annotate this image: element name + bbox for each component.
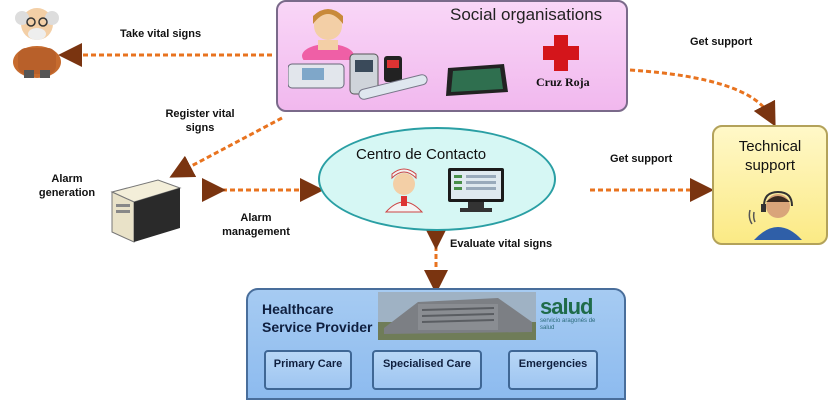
tablet-icon: [446, 64, 508, 96]
salud-logo: salud servicio aragonés de salud: [540, 296, 610, 332]
label-alarm-mgmt-line1: Alarm: [240, 212, 272, 224]
label-alarm-management: Alarm management: [210, 212, 302, 238]
technical-support-line1: Technical: [738, 138, 802, 155]
hospital-building-image: [378, 292, 536, 340]
healthcare-title-line1: Healthcare: [262, 301, 334, 317]
salud-logo-subtext: servicio aragonés de salud: [540, 318, 596, 331]
label-register-line2: signs: [185, 122, 215, 134]
unit-specialised-care: Specialised Care: [372, 350, 482, 390]
technical-support-title: Technical support: [712, 137, 828, 175]
technical-support-box: [712, 125, 828, 245]
label-alarm-mgmt-line2: management: [222, 226, 290, 238]
monitor-icon: [448, 168, 504, 212]
support-agent-icon: [748, 190, 802, 240]
label-alarm-generation: Alarm generation: [24, 173, 110, 199]
label-get-support-top: Get support: [690, 36, 753, 48]
unit-emergencies-label: Emergencies: [518, 358, 588, 370]
unit-emergencies: Emergencies: [508, 350, 598, 390]
contact-center-ellipse: [318, 127, 556, 231]
social-organisations-title: Social organisations: [450, 5, 603, 24]
arrow-get-support-top: [629, 68, 776, 127]
red-cross-icon: [543, 35, 579, 71]
label-evaluate-vital-signs: Evaluate vital signs: [450, 238, 553, 250]
cruz-roja-label: Cruz Roja: [536, 75, 590, 89]
unit-primary-care: Primary Care: [264, 350, 352, 390]
medical-devices-icon: [288, 53, 428, 100]
unit-primary-care-label: Primary Care: [273, 358, 343, 370]
nurse-icon: [302, 9, 354, 60]
operator-nurse-icon: [384, 168, 424, 213]
healthcare-provider-title: Healthcare Service Provider: [262, 300, 373, 336]
label-take-vital-signs: Take vital signs: [120, 28, 202, 40]
label-register-vital-signs: Register vital signs: [156, 108, 244, 134]
label-register-line1: Register vital: [165, 108, 235, 120]
unit-specialised-care-label: Specialised Care: [382, 358, 472, 370]
healthcare-title-line2: Service Provider: [262, 319, 373, 335]
contact-center-title: Centro de Contacto: [356, 146, 487, 163]
technical-support-line2: support: [744, 157, 796, 174]
label-get-support-mid: Get support: [610, 153, 673, 165]
label-alarm-gen-line2: generation: [38, 187, 96, 199]
label-alarm-gen-line1: Alarm: [51, 173, 83, 185]
salud-logo-text: salud: [540, 294, 593, 319]
elderly-person-icon: [13, 8, 61, 78]
arrow-register-vital-signs: [169, 116, 283, 178]
computer-tower-icon: [110, 179, 182, 243]
